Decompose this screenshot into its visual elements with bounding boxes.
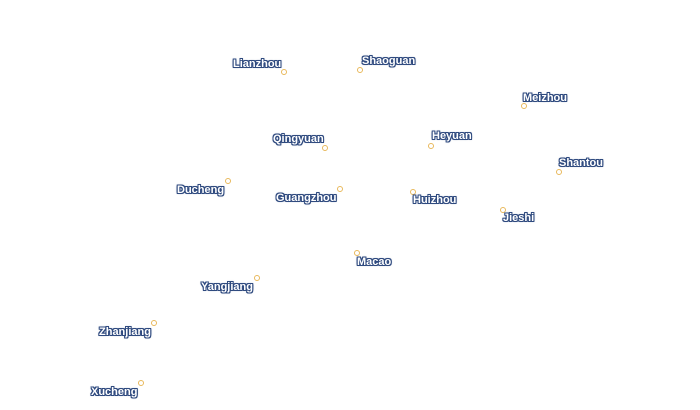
- city-label-yangjiang: Yangjiang: [201, 281, 253, 293]
- city-marker-lianzhou[interactable]: [281, 69, 287, 75]
- city-label-macao: Macao: [357, 256, 392, 268]
- city-marker-yangjiang[interactable]: [254, 275, 260, 281]
- city-label-huizhou: Huizhou: [413, 194, 457, 206]
- city-label-xucheng: Xucheng: [91, 386, 138, 398]
- city-marker-shaoguan[interactable]: [357, 67, 363, 73]
- city-marker-jieshi[interactable]: [500, 207, 506, 213]
- city-marker-heyuan[interactable]: [428, 143, 434, 149]
- city-label-shaoguan: Shaoguan: [362, 55, 416, 67]
- city-marker-xucheng[interactable]: [138, 380, 144, 386]
- city-marker-shantou[interactable]: [556, 169, 562, 175]
- city-label-ducheng: Ducheng: [177, 184, 225, 196]
- city-label-shantou: Shantou: [559, 157, 603, 169]
- city-label-guangzhou: Guangzhou: [276, 192, 337, 204]
- city-marker-qingyuan[interactable]: [322, 145, 328, 151]
- city-marker-macao[interactable]: [354, 250, 360, 256]
- city-label-qingyuan: Qingyuan: [273, 133, 324, 145]
- city-marker-guangzhou[interactable]: [337, 186, 343, 192]
- city-marker-huizhou[interactable]: [410, 189, 416, 195]
- city-label-heyuan: Heyuan: [432, 130, 472, 142]
- city-label-jieshi: Jieshi: [503, 212, 535, 224]
- city-marker-zhanjiang[interactable]: [151, 320, 157, 326]
- city-marker-meizhou[interactable]: [521, 103, 527, 109]
- city-label-meizhou: Meizhou: [523, 92, 567, 104]
- city-label-lianzhou: Lianzhou: [233, 58, 282, 70]
- city-marker-ducheng[interactable]: [225, 178, 231, 184]
- city-label-zhanjiang: Zhanjiang: [99, 326, 151, 338]
